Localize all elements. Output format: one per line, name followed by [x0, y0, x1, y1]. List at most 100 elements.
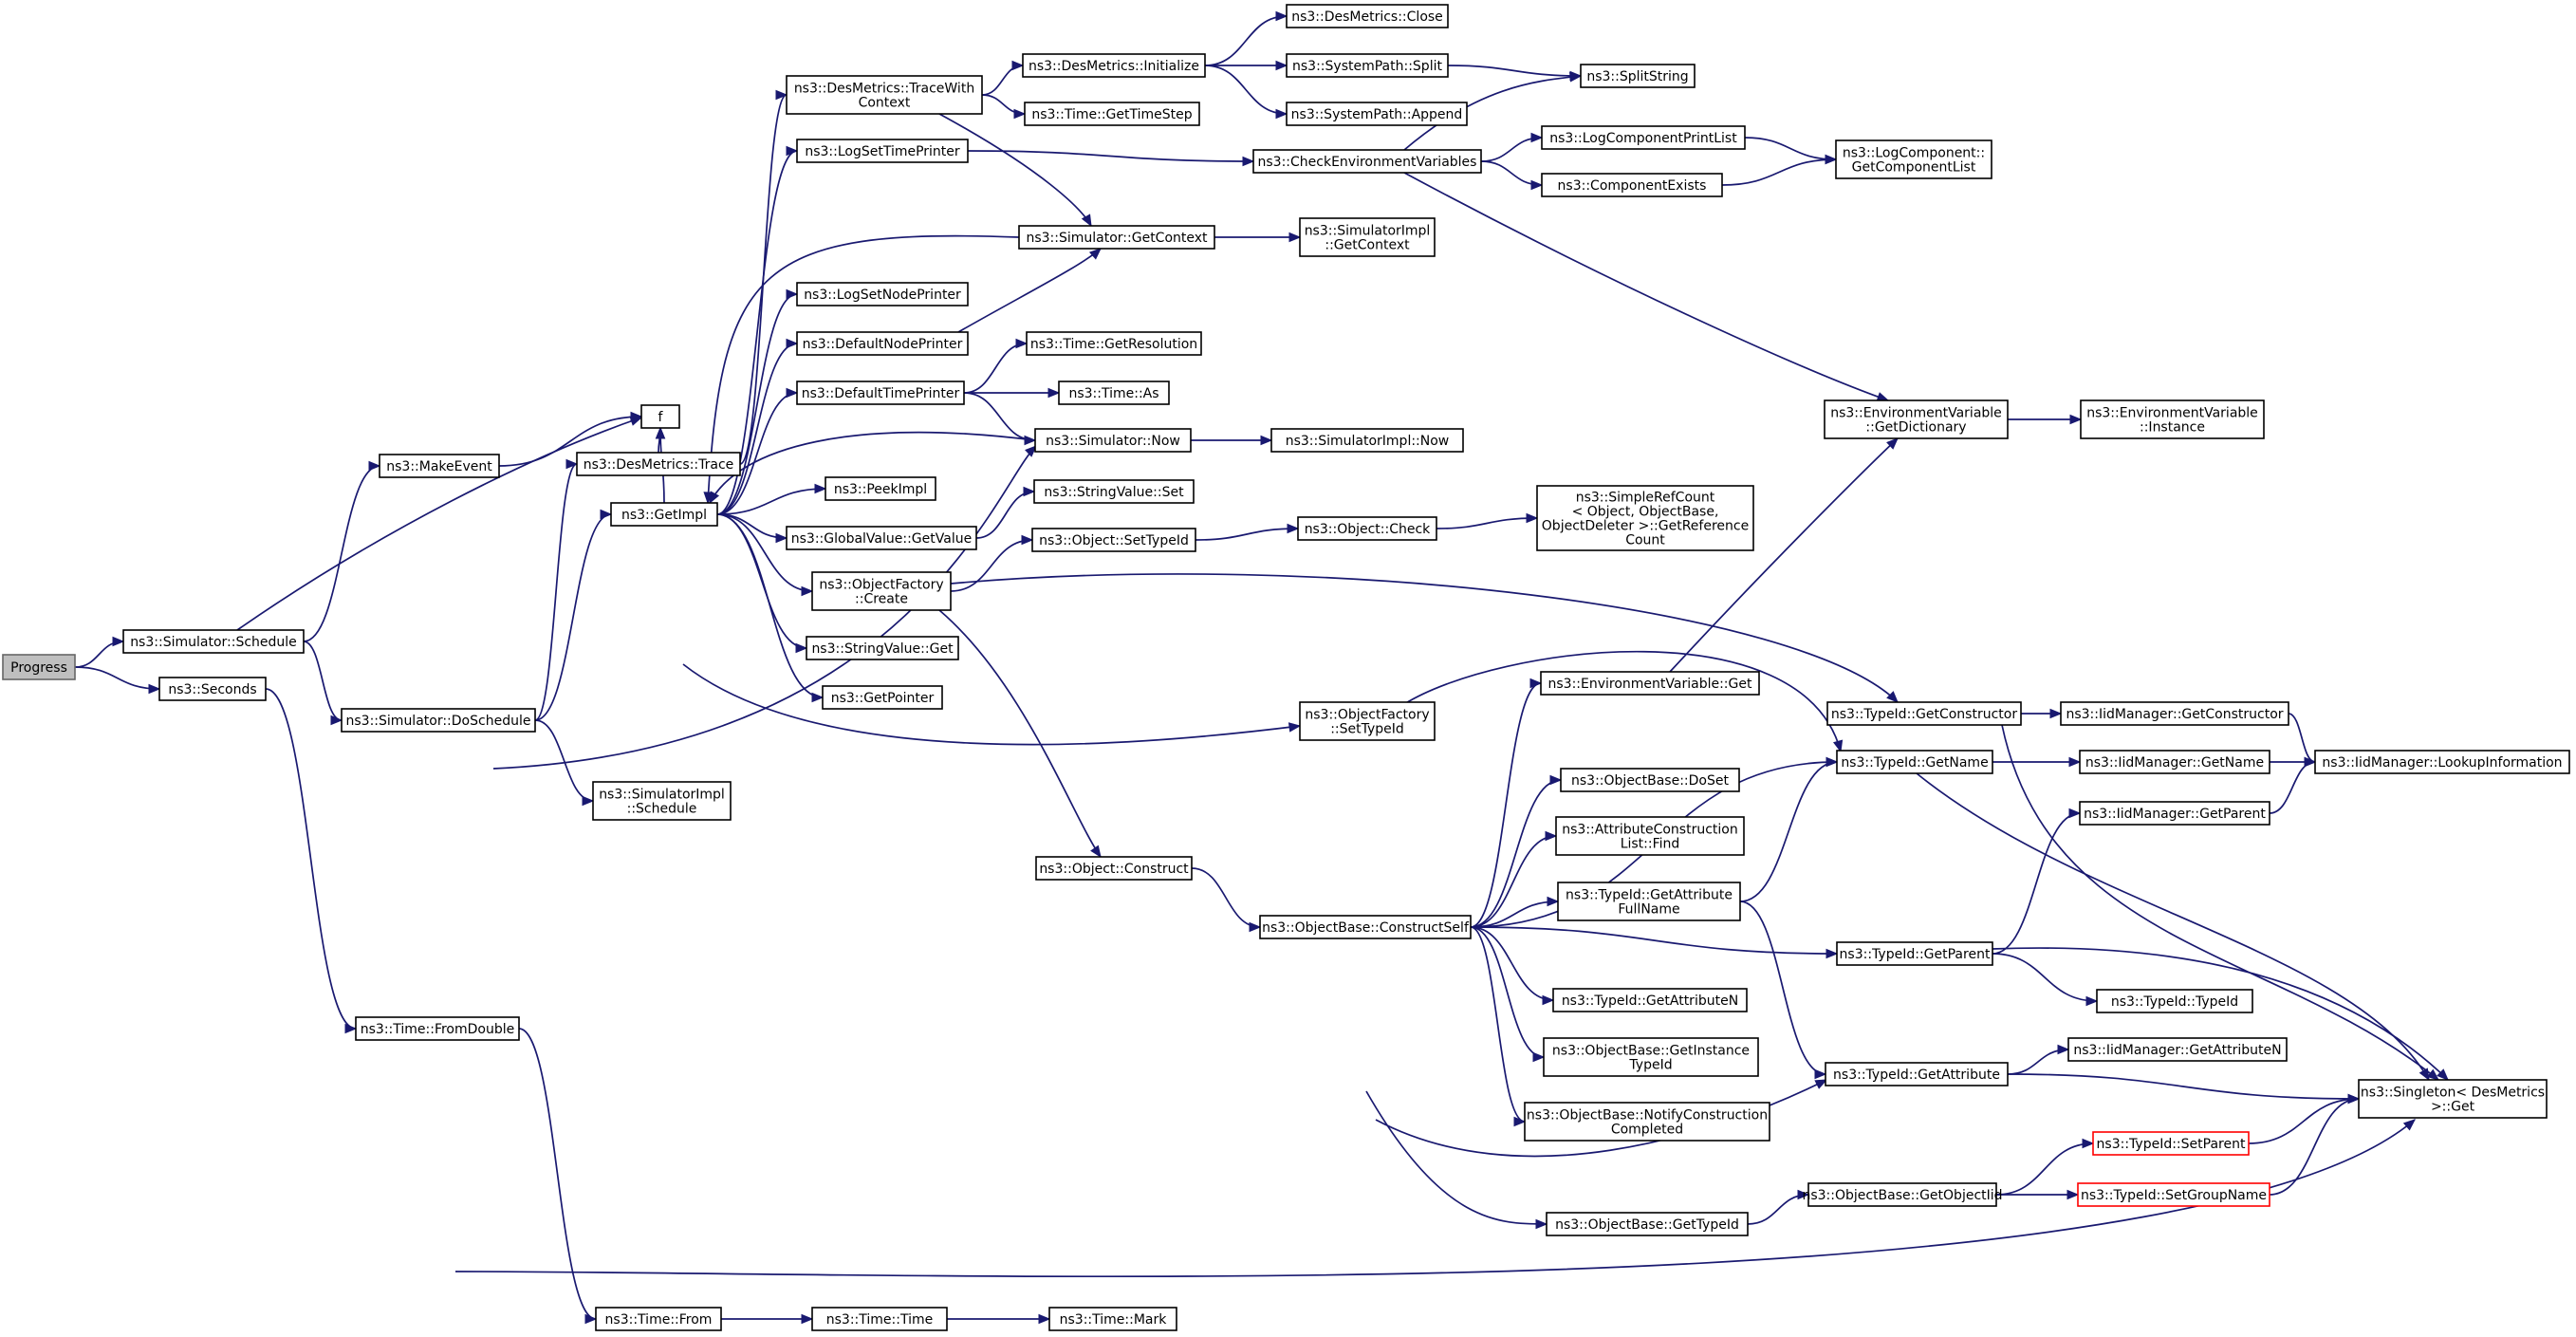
node-object_settypeid[interactable]: ns3::Object::SetTypeId: [1031, 528, 1196, 552]
node-box: [2, 654, 76, 680]
node-sim_schedule[interactable]: ns3::Simulator::Schedule: [122, 629, 305, 654]
node-objectbase_getobjectiid[interactable]: ns3::ObjectBase::GetObjectIid: [1802, 1182, 2003, 1207]
node-sim_now[interactable]: ns3::Simulator::Now: [1034, 428, 1192, 453]
node-simplerefcount[interactable]: ns3::SimpleRefCount< Object, ObjectBase,…: [1536, 485, 1754, 551]
node-iidmanager_getparent[interactable]: ns3::IidManager::GetParent: [2079, 801, 2270, 826]
node-box: [1035, 856, 1193, 881]
node-typeid_typeid[interactable]: ns3::TypeId::TypeId: [2096, 989, 2253, 1013]
node-checkenvvars[interactable]: ns3::CheckEnvironmentVariables: [1252, 149, 1482, 174]
node-box: [1546, 1212, 1749, 1236]
node-box: [1252, 149, 1482, 174]
node-globalvalue_getvalue[interactable]: ns3::GlobalValue::GetValue: [786, 526, 977, 550]
node-envvar_get[interactable]: ns3::EnvironmentVariable::Get: [1540, 671, 1760, 696]
node-seconds[interactable]: ns3::Seconds: [158, 677, 267, 701]
node-typeid_getattribute[interactable]: ns3::TypeId::GetAttribute: [1825, 1062, 2009, 1086]
node-desmetrics_close[interactable]: ns3::DesMetrics::Close: [1286, 4, 1449, 28]
node-getimpl[interactable]: ns3::GetImpl: [610, 502, 718, 527]
node-systempath_split[interactable]: ns3::SystemPath::Split: [1286, 53, 1449, 78]
edge-defaulttimeprinter-to-sim_now: [963, 392, 1036, 441]
node-stringvalue_set[interactable]: ns3::StringValue::Set: [1033, 479, 1195, 504]
node-time_mark[interactable]: ns3::Time::Mark: [1048, 1307, 1177, 1331]
node-objectbase_gettypeid[interactable]: ns3::ObjectBase::GetTypeId: [1546, 1212, 1749, 1236]
node-envvar_instance[interactable]: ns3::EnvironmentVariable::Instance: [2080, 399, 2265, 439]
node-simimpl_schedule[interactable]: ns3::SimulatorImpl::Schedule: [592, 781, 732, 821]
node-splitstring[interactable]: ns3::SplitString: [1580, 64, 1696, 88]
edge-seconds-to-time_fromdouble: [265, 688, 357, 1030]
node-label: ns3::PeekImpl: [834, 482, 927, 497]
node-getpointer[interactable]: ns3::GetPointer: [822, 685, 943, 710]
node-peekimpl[interactable]: ns3::PeekImpl: [825, 476, 936, 501]
edge-object_check-to-simplerefcount: [1436, 517, 1538, 529]
node-defaultnodeprinter[interactable]: ns3::DefaultNodePrinter: [796, 331, 969, 356]
edge-progress-to-seconds: [74, 666, 160, 690]
node-time_from[interactable]: ns3::Time::From: [595, 1307, 722, 1331]
node-time_getresolution[interactable]: ns3::Time::GetResolution: [1026, 331, 1202, 356]
node-makeevent[interactable]: ns3::MakeEvent: [379, 454, 500, 478]
node-object_check[interactable]: ns3::Object::Check: [1297, 516, 1437, 541]
edge-defaulttimeprinter-to-sim_now-arrowhead: [1024, 435, 1037, 446]
node-label: ns3::CheckEnvironmentVariables: [1258, 155, 1477, 170]
node-time_gettimestep[interactable]: ns3::Time::GetTimeStep: [1024, 102, 1200, 126]
node-logsettimeprinter[interactable]: ns3::LogSetTimePrinter: [796, 139, 969, 163]
edge-objectbase_constructself-to-typeid_getparent-arrowhead: [1825, 948, 1839, 959]
node-singleton_get[interactable]: ns3::Singleton< DesMetrics>::Get: [2358, 1079, 2548, 1119]
edge-progress-to-sim_schedule: [74, 641, 124, 668]
node-label: ::SetTypeId: [1330, 722, 1404, 737]
node-objectbase_constructself[interactable]: ns3::ObjectBase::ConstructSelf: [1259, 915, 1472, 939]
node-time_fromdouble[interactable]: ns3::Time::FromDouble: [355, 1016, 520, 1041]
node-iidmanager_getconstructor[interactable]: ns3::IidManager::GetConstructor: [2060, 701, 2289, 726]
node-componentexists[interactable]: ns3::ComponentExists: [1541, 173, 1723, 197]
node-stringvalue_get[interactable]: ns3::StringValue::Get: [806, 636, 959, 660]
node-typeid_setgroupname[interactable]: ns3::TypeId::SetGroupName: [2077, 1182, 2270, 1207]
node-objectfactory_settypeid[interactable]: ns3::ObjectFactory::SetTypeId: [1299, 701, 1436, 741]
node-typeid_getparent[interactable]: ns3::TypeId::GetParent: [1836, 941, 1993, 966]
node-typeid_setparent[interactable]: ns3::TypeId::SetParent: [2092, 1131, 2250, 1156]
node-typeid_getname[interactable]: ns3::TypeId::GetName: [1836, 750, 1993, 774]
edge-sim_schedule-to-makeevent: [303, 465, 380, 642]
node-logcomponent_getcomponentlist[interactable]: ns3::LogComponent::GetComponentList: [1835, 139, 1992, 179]
node-systempath_append[interactable]: ns3::SystemPath::Append: [1286, 102, 1468, 126]
node-objectbase_notifyconstructioncompleted[interactable]: ns3::ObjectBase::NotifyConstructionCompl…: [1524, 1102, 1770, 1142]
node-iidmanager_getname[interactable]: ns3::IidManager::GetName: [2079, 750, 2270, 774]
node-box: [595, 1307, 722, 1331]
node-label: ns3::TypeId::GetConstructor: [1831, 707, 2017, 722]
edge-objectbase_constructself-to-objectbase_doset-arrowhead: [1549, 774, 1563, 786]
node-desmetrics_trace[interactable]: ns3::DesMetrics::Trace: [576, 452, 741, 476]
node-sim_doschedule[interactable]: ns3::Simulator::DoSchedule: [341, 708, 536, 733]
node-iidmanager_lookupinformation[interactable]: ns3::IidManager::LookupInformation: [2314, 750, 2570, 774]
node-typeid_getattributen[interactable]: ns3::TypeId::GetAttributeN: [1552, 988, 1748, 1012]
node-f[interactable]: f: [640, 404, 680, 429]
edge-objectfactory_create-to-object_construct-arrowhead: [1090, 845, 1102, 859]
node-objectbase_doset[interactable]: ns3::ObjectBase::DoSet: [1560, 768, 1740, 792]
node-desmetrics_initialize[interactable]: ns3::DesMetrics::Initialize: [1022, 53, 1206, 78]
node-box: [1024, 102, 1200, 126]
node-label: ns3::TypeId::GetAttribute: [1833, 1068, 2000, 1083]
node-iidmanager_getattributen[interactable]: ns3::IidManager::GetAttributeN: [2067, 1037, 2288, 1062]
node-envvar_getdictionary[interactable]: ns3::EnvironmentVariable::GetDictionary: [1824, 399, 2009, 439]
node-simimpl_now[interactable]: ns3::SimulatorImpl::Now: [1270, 428, 1464, 453]
node-sim_getcontext[interactable]: ns3::Simulator::GetContext: [1018, 225, 1215, 250]
node-defaulttimeprinter[interactable]: ns3::DefaultTimePrinter: [796, 381, 965, 405]
node-label: ns3::DesMetrics::Close: [1291, 9, 1443, 25]
edge-defaulttimeprinter-to-time_getresolution: [963, 343, 1028, 394]
node-box: [1824, 399, 2009, 439]
edge-sim_schedule-to-makeevent-arrowhead: [368, 460, 381, 472]
node-simimpl_getcontext[interactable]: ns3::SimulatorImpl::GetContext: [1299, 217, 1436, 257]
edge-getimpl-to-f-arrowhead: [655, 426, 666, 439]
node-time_as[interactable]: ns3::Time::As: [1058, 381, 1170, 405]
node-box: [2077, 1182, 2270, 1207]
node-progress[interactable]: Progress: [2, 654, 76, 680]
node-logcomponentprintlist[interactable]: ns3::LogComponentPrintList: [1541, 125, 1746, 150]
edge-getimpl-to-defaulttimeprinter: [716, 392, 798, 515]
node-label: TypeId: [1628, 1058, 1672, 1073]
node-typeid_getconstructor[interactable]: ns3::TypeId::GetConstructor: [1826, 701, 2022, 726]
node-objectfactory_create[interactable]: ns3::ObjectFactory::Create: [811, 571, 952, 611]
node-logsetnodeprinter[interactable]: ns3::LogSetNodePrinter: [796, 282, 969, 306]
node-object_construct[interactable]: ns3::Object::Construct: [1035, 856, 1193, 881]
edge-sim_doschedule-to-simimpl_schedule-arrowhead: [582, 795, 595, 807]
node-time_time[interactable]: ns3::Time::Time: [811, 1307, 948, 1331]
